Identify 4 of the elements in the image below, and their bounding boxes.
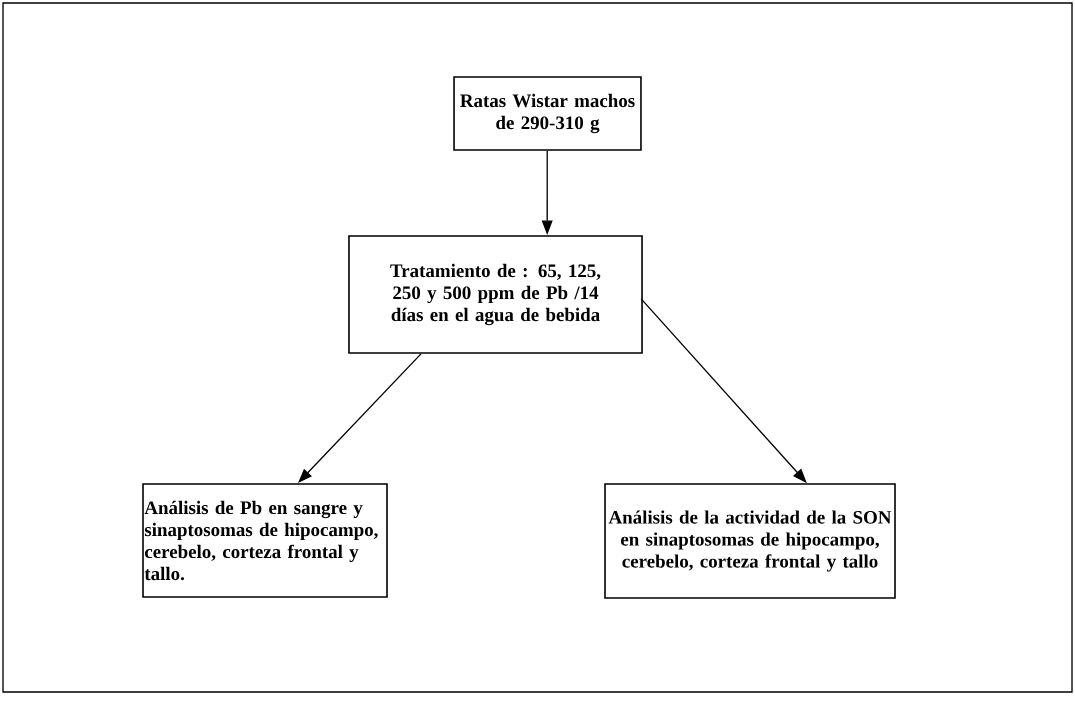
- process-box: Análisis de Pb en sangre y sinaptosomas de hipocampo, cerebelo, corteza frontal y tallo.: [142, 483, 388, 598]
- process-box: Tratamiento de : 65, 125, 250 y 500 ppm de Pb /14 días en el agua de bebida: [348, 235, 643, 354]
- process-box: Ratas Wistar machos de 290-310 g: [453, 76, 642, 151]
- process-box: Análisis de la actividad de la SON en sinaptosomas de hipocampo, cerebelo, corteza frontal y tallo: [604, 483, 896, 599]
